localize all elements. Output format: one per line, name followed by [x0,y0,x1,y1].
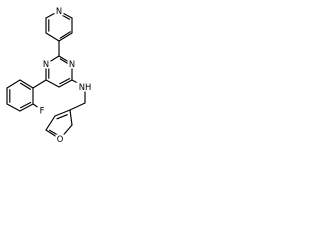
molecule-structure: N N N NH F O [6,6,94,144]
bond [19,79,34,89]
pyrimidine-nitrogen-bottom: N [43,59,49,69]
bond [69,109,73,126]
bond [20,82,31,90]
bond [32,79,47,89]
bond [69,102,86,111]
fluorine-atom: F [40,106,45,116]
atom-labels: N N N NH F O [37,6,94,144]
bond [20,101,32,109]
bond [59,78,71,85]
bond [54,109,71,117]
bond [56,114,68,120]
bond [6,79,21,89]
bond [45,32,60,42]
bond [6,103,21,112]
furan-oxygen: O [57,134,64,144]
pyrimidine-nitrogen-top: N [69,59,75,69]
bond-lines [6,10,86,140]
bond [58,79,73,88]
bond [59,31,71,39]
bond [45,79,60,88]
bond [19,103,34,112]
bond [58,32,73,42]
bond [45,115,56,131]
amine-nitrogen: NH [79,82,92,92]
pyridine-nitrogen: N [56,6,62,16]
